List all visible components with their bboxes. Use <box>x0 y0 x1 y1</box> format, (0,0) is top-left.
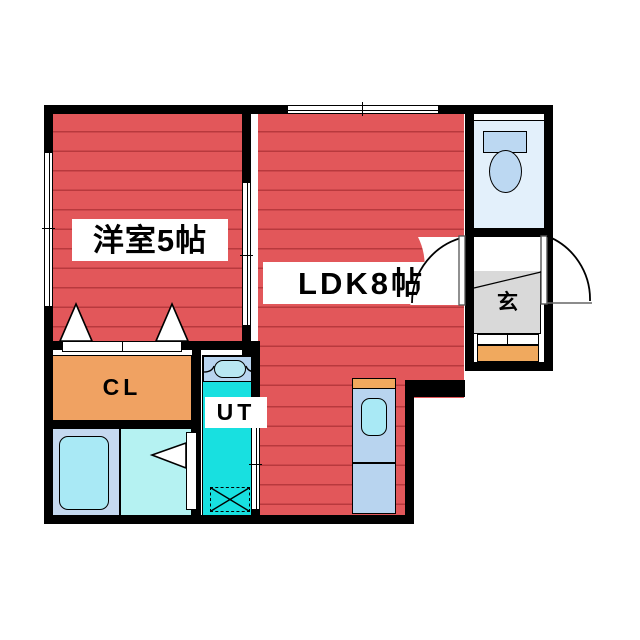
bedroom-window-sash <box>48 152 50 307</box>
ldk-window-handle <box>362 102 364 116</box>
bedroom-label: 洋室5帖 <box>72 219 228 261</box>
ldk-floor-upper <box>258 113 464 388</box>
washing-machine-space <box>210 487 250 512</box>
wall-bottom-left <box>44 515 414 524</box>
wall-genkan-left <box>465 233 474 371</box>
bedroom-window-handle <box>42 228 55 230</box>
closet-room <box>52 355 192 421</box>
wall-ldk-upper-bottom <box>405 380 465 389</box>
wall-ldk-lower-right <box>405 388 414 524</box>
genkan-label: 玄 <box>497 290 519 314</box>
toilet-bowl <box>489 150 522 193</box>
washbasin-bowl <box>214 360 246 378</box>
bathroom-washing-area <box>120 428 192 517</box>
ldk-label: LDK8帖 <box>263 262 460 304</box>
wall-genkan-bottom <box>465 362 553 371</box>
bathtub <box>59 436 109 510</box>
kitchen-upper-cabinet <box>352 378 396 389</box>
bathroom-folding-door[interactable] <box>186 432 197 510</box>
utility-label: UT <box>205 397 267 428</box>
shoe-cabinet-door-split <box>507 334 509 345</box>
wall-left-outer <box>44 105 53 524</box>
wall-closet-bottom <box>44 420 199 429</box>
shoe-cabinet <box>477 345 539 362</box>
utility-door-handle <box>249 464 262 466</box>
wall-ldk-lower-top <box>405 388 465 397</box>
wall-right-outer <box>544 105 553 371</box>
bedroom-ldk-door-handle <box>240 255 253 257</box>
wall-toilet-left <box>465 105 474 233</box>
kitchen-sink-basin <box>361 398 387 436</box>
wall-toilet-bottom <box>465 228 553 237</box>
bedroom-ldk-door-sash <box>246 182 248 326</box>
kitchen-counter-divider <box>352 462 396 464</box>
closet-door-split <box>122 341 124 352</box>
closet-label: CL <box>102 373 142 400</box>
entrance-hall <box>473 233 541 271</box>
